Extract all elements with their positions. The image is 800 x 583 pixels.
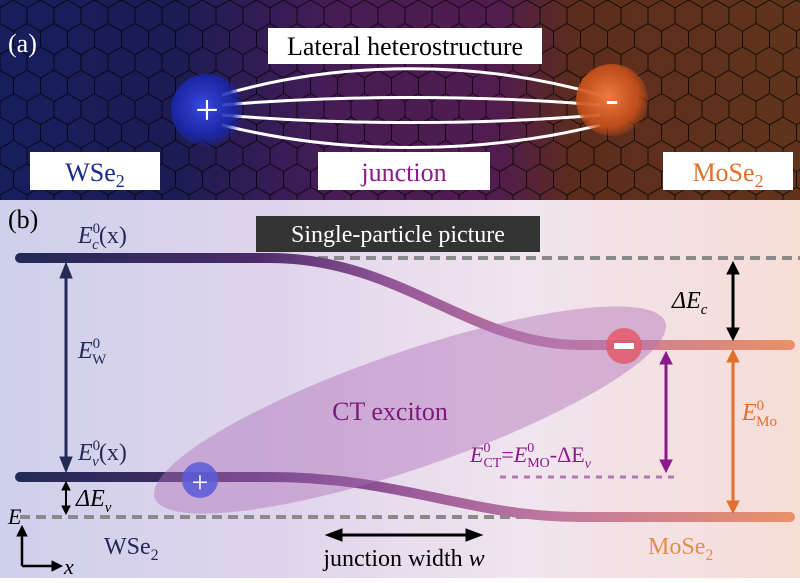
single-particle-title-box xyxy=(256,216,540,252)
field-lines xyxy=(221,67,601,149)
delta-ev-arrow xyxy=(61,480,71,516)
panel-b-label: (b) xyxy=(8,205,38,234)
mose2-axis-label: MoSe2 xyxy=(648,534,713,564)
panel-a: (a) Lateral heterostructure + - WSe2 jun… xyxy=(0,0,800,200)
energy-axis-label: E xyxy=(7,504,22,529)
wse2-axis-label: WSe2 xyxy=(104,534,159,564)
negative-charge xyxy=(576,64,648,136)
junction-label: junction xyxy=(360,158,446,187)
wse2-label-box xyxy=(30,152,160,190)
junction-width-label: junction width w xyxy=(322,546,484,572)
delta-ec-arrow xyxy=(726,260,740,342)
single-particle-title: Single-particle picture xyxy=(291,222,505,248)
delta-ev-label: ΔEv xyxy=(75,486,112,516)
ct-exciton-label: CT exciton xyxy=(332,397,448,426)
hole-particle xyxy=(182,462,218,498)
axes-indicator xyxy=(16,524,64,572)
ct-exciton-ellipse xyxy=(154,306,666,514)
delta-ec-label: ΔEc xyxy=(671,288,708,318)
panel-a-label: (a) xyxy=(8,29,37,58)
electron-minus-sign xyxy=(614,343,634,349)
wse2-label: WSe2 xyxy=(65,158,125,191)
conduction-band xyxy=(15,253,795,350)
junction-label-box xyxy=(318,152,490,190)
heterostructure-title-box xyxy=(268,28,542,64)
valence-band xyxy=(15,472,795,522)
emo-arrow xyxy=(726,348,740,515)
positive-charge xyxy=(171,74,243,146)
minus-sign: - xyxy=(605,76,618,121)
heterostructure-title: Lateral heterostructure xyxy=(287,32,523,61)
ew-arrow xyxy=(59,261,73,474)
panel-b: (b) Single-particle picture CT exciton + xyxy=(0,200,800,579)
junction-width-arrow xyxy=(324,528,484,542)
mose2-label-box xyxy=(663,152,793,190)
ect-arrow xyxy=(659,350,673,474)
mose2-label: MoSe2 xyxy=(692,158,763,191)
hole-plus-sign: + xyxy=(192,466,209,499)
position-axis-label: x xyxy=(63,554,74,578)
plus-sign: + xyxy=(195,88,219,134)
